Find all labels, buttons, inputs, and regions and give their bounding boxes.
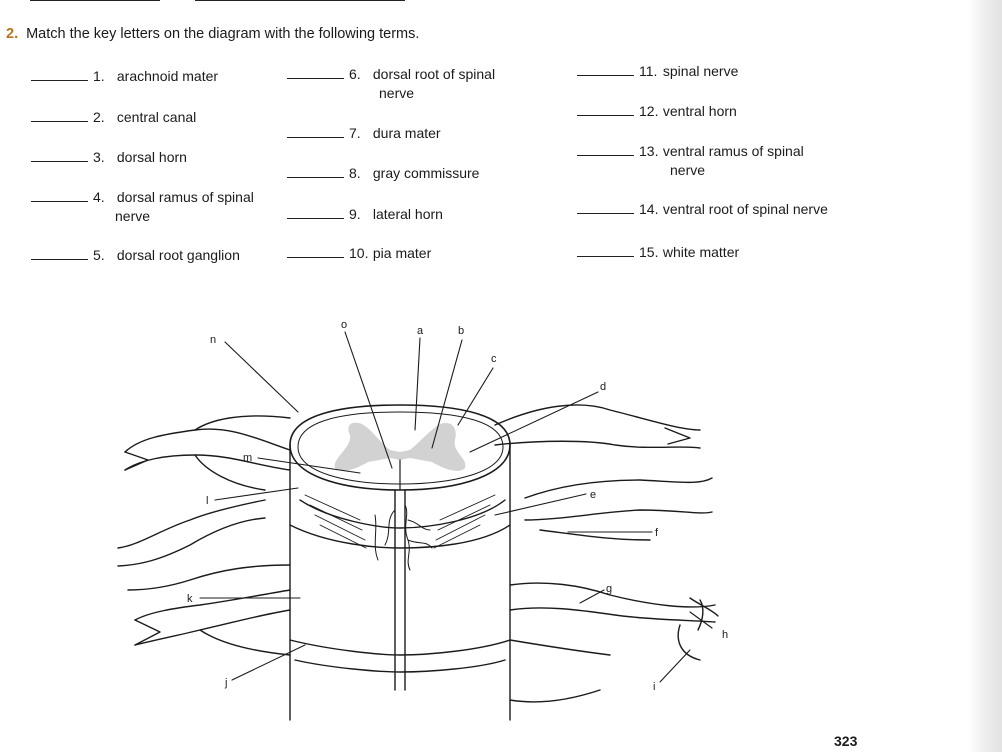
- term-number: 5.: [93, 247, 105, 263]
- term-row: 10. pia mater: [287, 244, 431, 263]
- dorsal-rootlets: [304, 494, 496, 549]
- answer-blank[interactable]: [577, 203, 634, 214]
- term-label: spinal nerve: [662, 63, 739, 79]
- label-m: m: [243, 452, 252, 464]
- term-number: 1.: [93, 68, 105, 84]
- term-number: 11.: [639, 63, 658, 79]
- answer-blank[interactable]: [31, 249, 88, 260]
- term-row: 12. ventral horn: [577, 102, 737, 121]
- answer-blank[interactable]: [31, 151, 88, 162]
- top-rule: [195, 0, 405, 1]
- page-number: 323: [834, 733, 858, 749]
- answer-blank[interactable]: [287, 68, 344, 79]
- term-label: dorsal ramus of spinal: [116, 189, 254, 205]
- label-o: o: [341, 319, 347, 331]
- term-label: dorsal horn: [116, 149, 187, 165]
- term-number: 13.: [639, 143, 659, 159]
- answer-blank[interactable]: [577, 145, 634, 156]
- diagram-letter-labels: n o a b c d m l e f g k h i j: [187, 319, 728, 693]
- term-label: lateral horn: [372, 206, 443, 222]
- term-number: 6.: [349, 66, 361, 82]
- term-label-continued: nerve: [115, 208, 151, 224]
- label-b: b: [458, 325, 464, 337]
- answer-blank[interactable]: [31, 70, 88, 81]
- term-label: arachnoid mater: [116, 68, 219, 84]
- term-number: 14.: [639, 201, 659, 217]
- label-c: c: [491, 353, 497, 365]
- answer-blank[interactable]: [287, 247, 344, 258]
- term-row: 14. ventral root of spinal nerve: [577, 200, 828, 219]
- term-row: 15. white matter: [577, 243, 739, 262]
- label-e: e: [590, 489, 596, 501]
- term-number: 4.: [93, 189, 105, 205]
- term-number: 9.: [349, 206, 361, 222]
- term-label: dorsal root of spinal: [372, 66, 496, 82]
- spinal-cord-cross-section: [289, 404, 511, 491]
- term-number: 8.: [349, 165, 361, 181]
- label-n: n: [210, 334, 216, 346]
- term-label: central canal: [116, 109, 197, 125]
- term-label-continued: nerve: [379, 85, 415, 101]
- term-label: ventral horn: [662, 103, 737, 119]
- answer-blank[interactable]: [287, 208, 344, 219]
- term-label: dorsal root ganglion: [116, 247, 240, 263]
- label-h: h: [722, 629, 728, 641]
- term-row: 1. arachnoid mater: [31, 67, 218, 86]
- term-label: gray commissure: [372, 165, 480, 181]
- term-number: 15.: [639, 244, 659, 260]
- label-j: j: [224, 677, 227, 689]
- answer-blank[interactable]: [31, 111, 88, 122]
- label-i: i: [653, 681, 655, 693]
- term-label: white matter: [662, 244, 740, 260]
- term-row: 9. lateral horn: [287, 205, 443, 224]
- top-rule: [30, 0, 160, 1]
- question-text: Match the key letters on the diagram wit…: [26, 26, 420, 42]
- answer-blank[interactable]: [31, 191, 88, 202]
- term-row: 11. spinal nerve: [577, 62, 738, 81]
- label-a: a: [417, 325, 424, 337]
- term-number: 12.: [639, 103, 659, 119]
- lower-right-nerve: [509, 582, 719, 703]
- answer-blank[interactable]: [287, 167, 344, 178]
- label-g: g: [606, 583, 612, 595]
- term-row: 6. dorsal root of spinal nerve: [287, 65, 495, 103]
- answer-blank[interactable]: [577, 105, 634, 116]
- term-row: 13. ventral ramus of spinal nerve: [577, 142, 804, 180]
- leader-lines: [199, 331, 713, 683]
- term-label: dura mater: [372, 125, 441, 141]
- term-label: pia mater: [372, 245, 432, 261]
- term-row: 3. dorsal horn: [31, 148, 187, 167]
- blood-vessels: [374, 504, 433, 571]
- term-row: 7. dura mater: [287, 124, 441, 143]
- label-f: f: [655, 527, 659, 539]
- term-row: 8. gray commissure: [287, 164, 479, 183]
- answer-blank[interactable]: [577, 246, 634, 257]
- label-l: l: [206, 495, 208, 507]
- question-heading: 2. Match the key letters on the diagram w…: [6, 26, 419, 42]
- term-label-continued: nerve: [670, 162, 706, 178]
- answer-blank[interactable]: [577, 65, 634, 76]
- question-number: 2.: [6, 26, 19, 42]
- term-number: 2.: [93, 109, 105, 125]
- label-k: k: [187, 593, 193, 605]
- term-row: 2. central canal: [31, 108, 196, 127]
- term-row: 4. dorsal ramus of spinal nerve: [31, 188, 254, 226]
- lower-left-nerve: [127, 564, 291, 656]
- term-number: 7.: [349, 125, 361, 141]
- answer-blank[interactable]: [287, 127, 344, 138]
- term-number: 3.: [93, 149, 105, 165]
- upper-left-nerve: [117, 415, 291, 567]
- term-row: 5. dorsal root ganglion: [31, 246, 240, 265]
- page-edge-shadow: [968, 0, 1002, 752]
- term-label: ventral root of spinal nerve: [662, 201, 828, 217]
- upper-right-nerve: [494, 404, 713, 541]
- term-number: 10.: [349, 245, 369, 261]
- term-label: ventral ramus of spinal: [662, 143, 804, 159]
- label-d: d: [600, 381, 606, 393]
